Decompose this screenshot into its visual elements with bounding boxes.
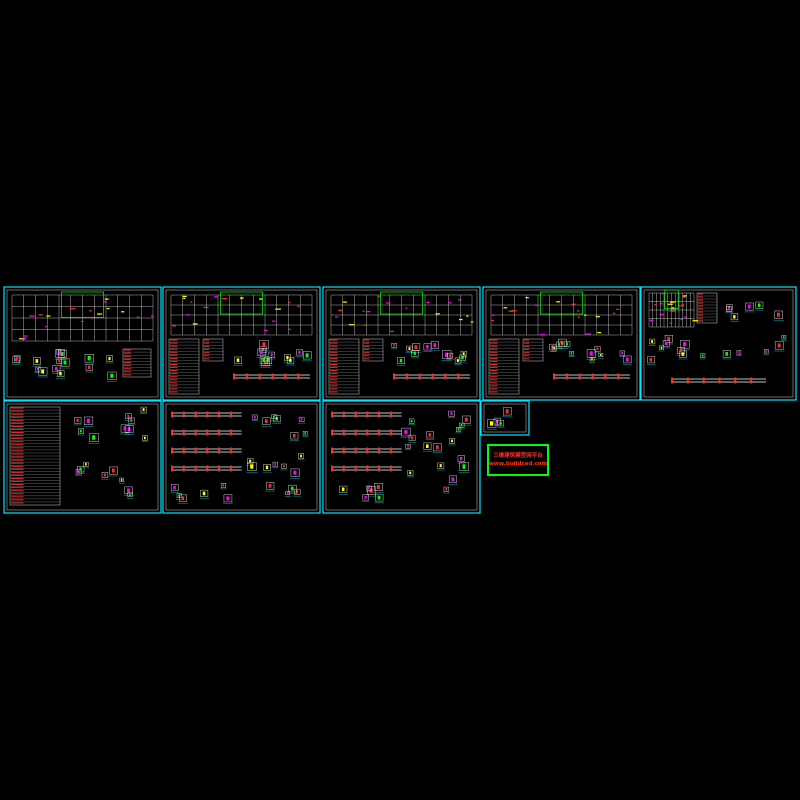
sheet-frame (162, 400, 321, 514)
sheet-7 (162, 400, 321, 514)
sheet-3 (322, 286, 481, 401)
watermark-stamp: 三维建筑模型网平台 www.buildcad.com (487, 444, 549, 476)
sheet-2 (162, 286, 321, 401)
watermark-title: 三维建筑模型网平台 (493, 453, 543, 459)
sheet-4 (482, 286, 641, 401)
sheet-6 (3, 400, 162, 514)
sheet-1 (3, 286, 162, 401)
sheet-frame (3, 400, 162, 514)
sheet-frame (480, 400, 530, 436)
sheet-8 (322, 400, 481, 514)
watermark-url: www.buildcad.com (488, 461, 548, 467)
sheet-5 (640, 286, 797, 401)
sheet-9 (480, 400, 530, 436)
sheet-frame (322, 400, 481, 514)
